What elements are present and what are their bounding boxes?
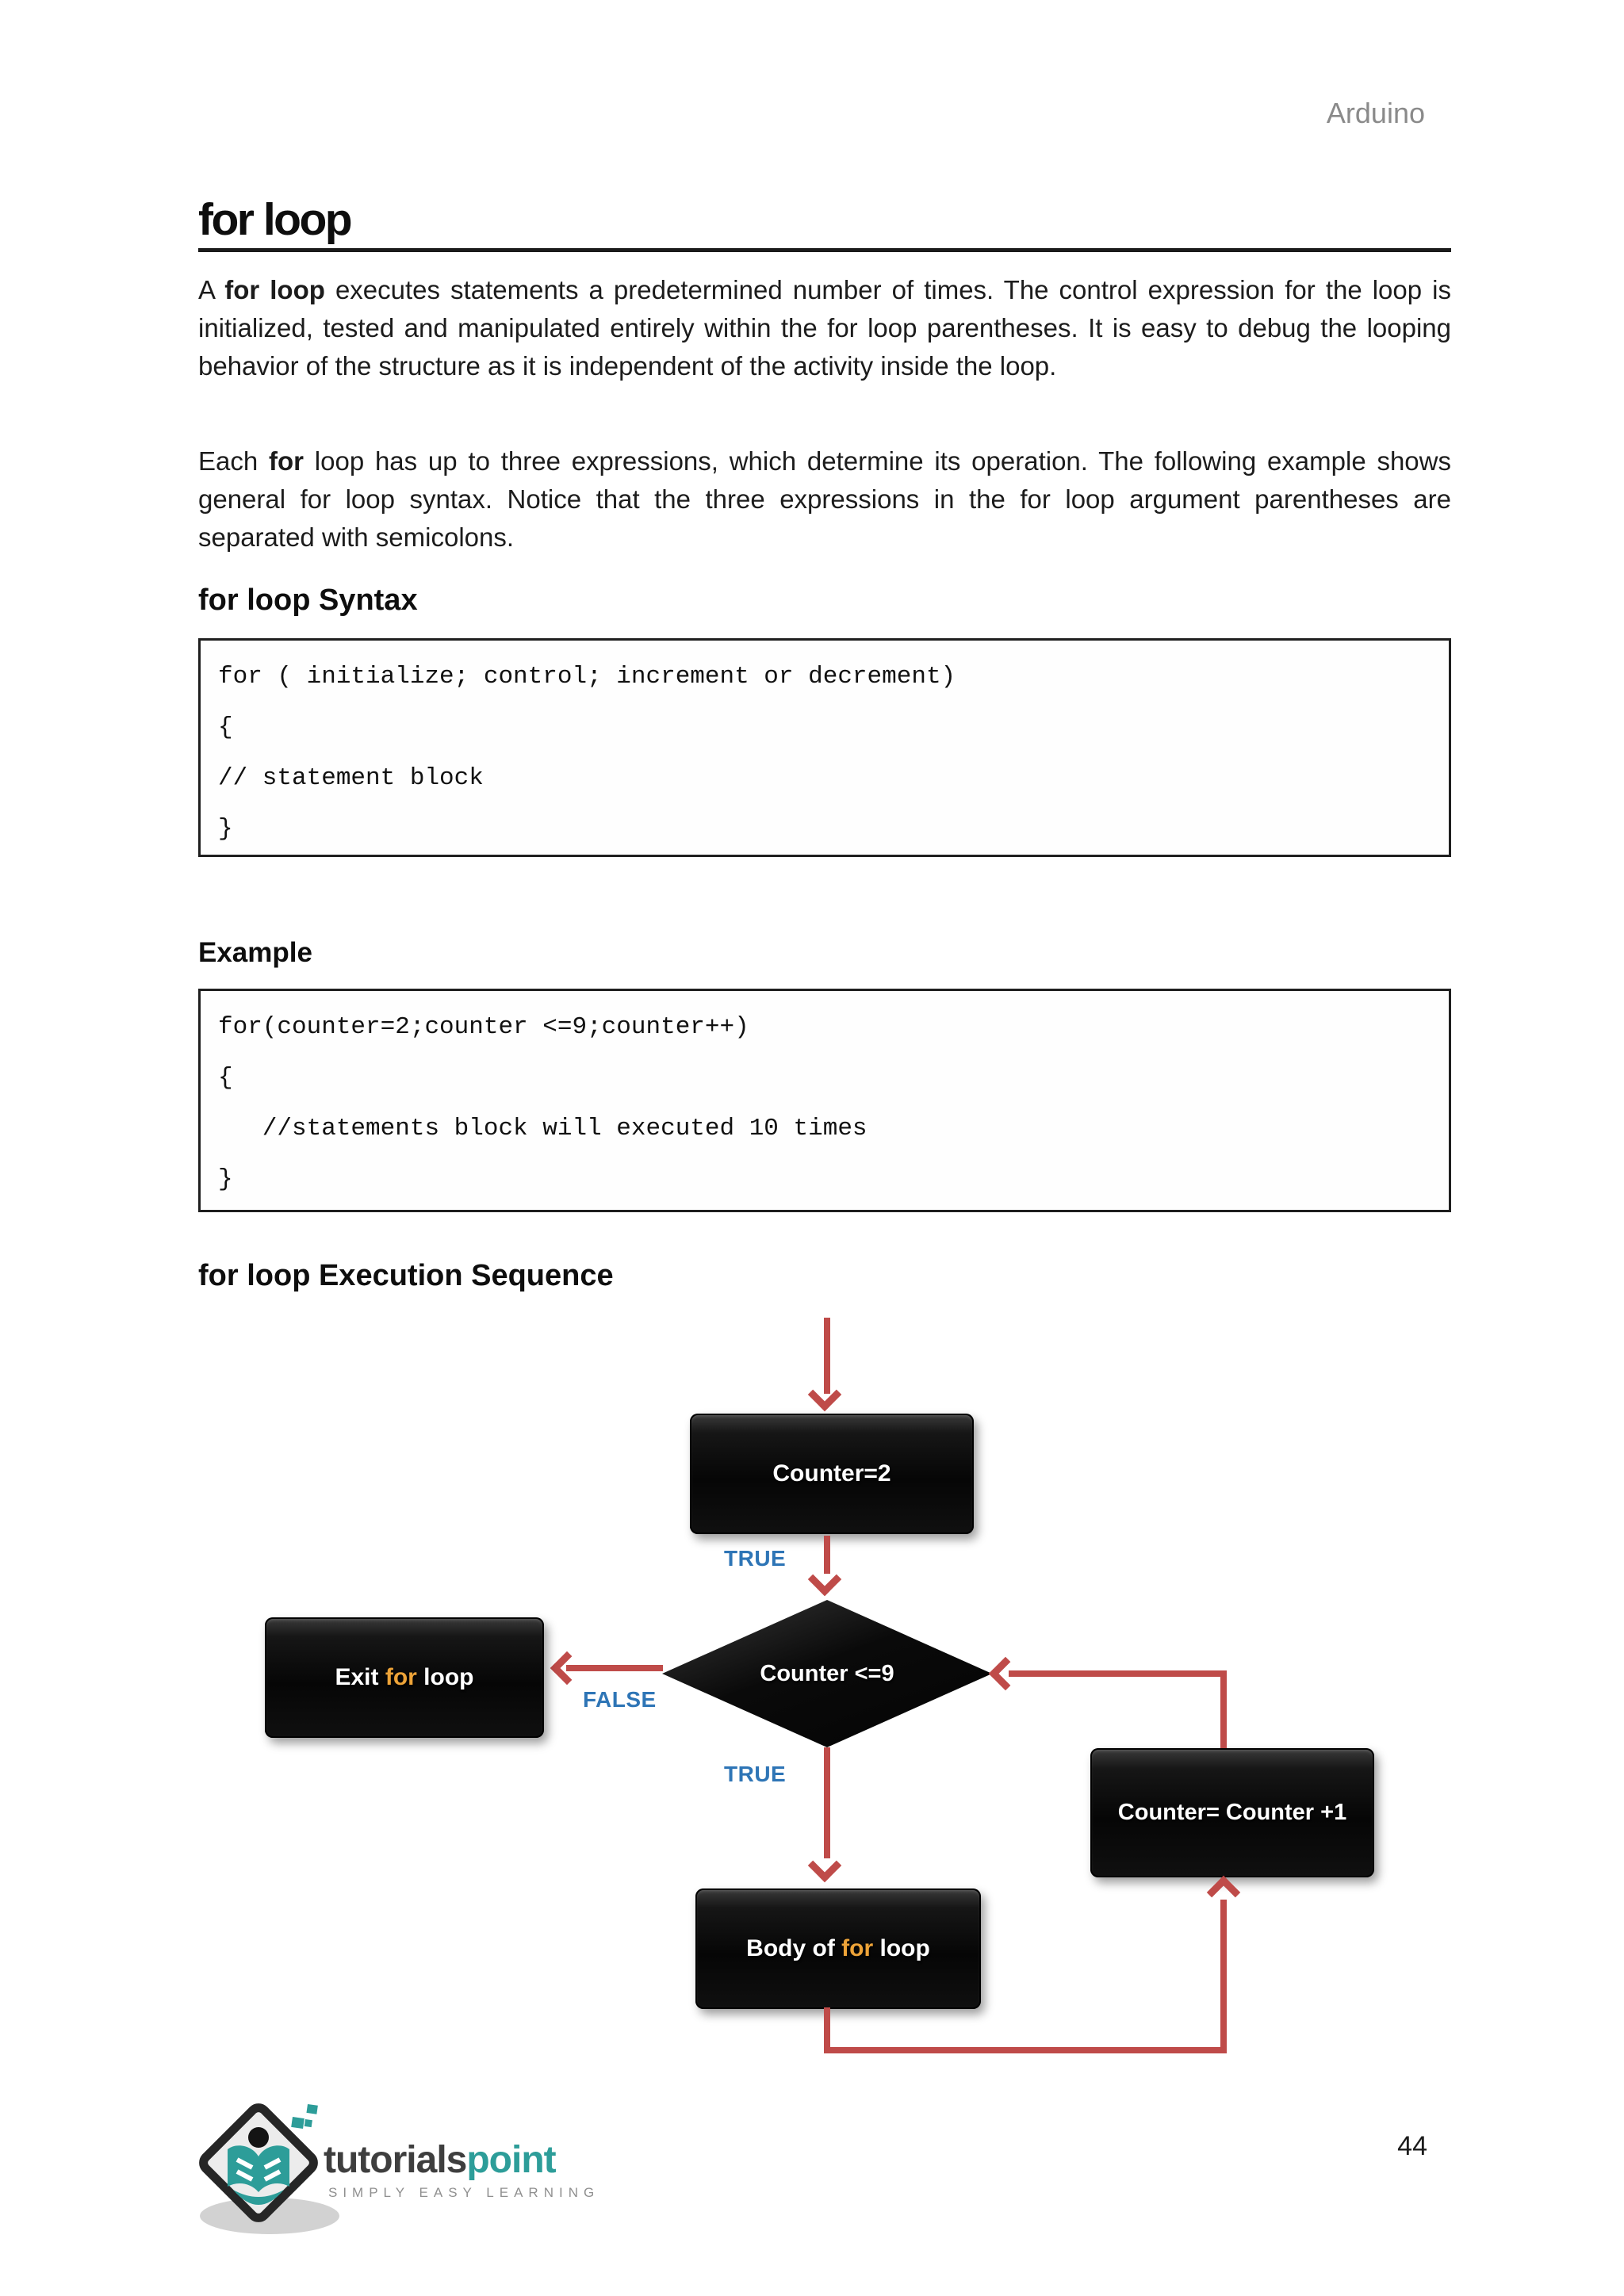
- arrow-down-icon: [807, 1848, 842, 1883]
- flow-connector-right-horizontal: [1009, 1670, 1224, 1677]
- arrow-up-icon: [1206, 1875, 1241, 1910]
- code-line: for ( initialize; control; increment or …: [218, 663, 956, 691]
- flow-connector-bottom-vertical-left: [824, 2007, 830, 2053]
- flow-box-body-label: Body of for loop: [746, 1935, 930, 1961]
- flow-box-increment-label: Counter= Counter +1: [1117, 1800, 1347, 1825]
- flow-decision-label: Counter <=9: [760, 1660, 894, 1686]
- code-line: // statement block: [218, 764, 484, 792]
- flow-connector-bottom-horizontal: [824, 2047, 1227, 2053]
- flow-connector-right-vertical: [1220, 1670, 1227, 1748]
- flow-connector-bottom-vertical-right: [1220, 1900, 1227, 2053]
- arrow-left-icon: [550, 1651, 584, 1686]
- code-line: {: [218, 714, 233, 741]
- title-rule: [198, 248, 1451, 252]
- syntax-code-block: for ( initialize; control; increment or …: [198, 638, 1451, 857]
- code-line: }: [218, 815, 233, 843]
- arrow-left-icon: [988, 1656, 1023, 1691]
- syntax-heading: for loop Syntax: [198, 584, 418, 617]
- flow-arrow-false: [566, 1665, 663, 1671]
- page-header-brand: Arduino: [1326, 97, 1425, 129]
- flow-box-exit-label: Exit for loop: [335, 1664, 474, 1690]
- code-line: }: [218, 1165, 233, 1193]
- logo-book-pages: [236, 2157, 282, 2182]
- logo-head: [248, 2127, 269, 2148]
- flow-label-true-top: TRUE: [724, 1546, 787, 1571]
- code-line: {: [218, 1064, 233, 1092]
- wordmark-tutorials: tutorials: [324, 2139, 467, 2181]
- execution-sequence-heading: for loop Execution Sequence: [198, 1259, 614, 1292]
- flow-arrow-to-condition: [824, 1536, 830, 1574]
- logo-book: [228, 2145, 289, 2192]
- arrow-down-icon: [807, 1377, 842, 1412]
- logo-book-tail: [233, 2190, 284, 2205]
- tutorialspoint-logo-icon: [199, 2103, 339, 2234]
- flow-decision-condition: Counter <=9: [662, 1600, 992, 1747]
- logo-tagline: SIMPLY EASY LEARNING: [328, 2185, 600, 2200]
- flow-label-true-bottom: TRUE: [724, 1762, 787, 1786]
- flow-label-false: FALSE: [583, 1687, 657, 1712]
- example-code-block: for(counter=2;counter <=9;counter++) { //…: [198, 989, 1451, 1212]
- flow-box-body: Body of for loop: [695, 1888, 981, 2009]
- flow-box-initialize-label: Counter=2: [772, 1460, 891, 1487]
- code-line: //statements block will executed 10 time…: [218, 1115, 868, 1142]
- page-title: for loop: [198, 194, 353, 245]
- intro-paragraph: A for loop executes statements a predete…: [198, 275, 1451, 381]
- tutorialspoint-wordmark: tutorialspoint: [324, 2138, 557, 2182]
- flow-box-increment: Counter= Counter +1: [1090, 1748, 1374, 1877]
- flow-box-exit: Exit for loop: [265, 1617, 544, 1738]
- code-line: for(counter=2;counter <=9;counter++): [218, 1013, 749, 1041]
- second-paragraph: Each for loop has up to three expression…: [198, 446, 1451, 552]
- wordmark-point: point: [466, 2139, 556, 2181]
- flow-arrow-entry: [824, 1318, 830, 1394]
- arrow-down-icon: [807, 1562, 842, 1597]
- flow-box-initialize: Counter=2: [690, 1414, 974, 1534]
- logo-pixels: [291, 2104, 318, 2129]
- page-number: 44: [1397, 2131, 1427, 2161]
- flow-arrow-true: [824, 1747, 830, 1858]
- example-heading: Example: [198, 937, 312, 968]
